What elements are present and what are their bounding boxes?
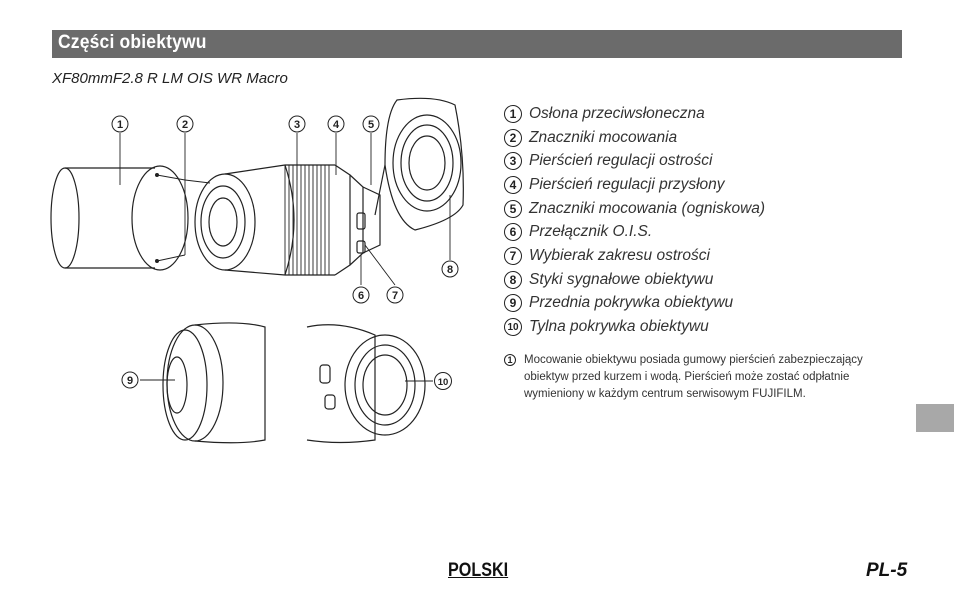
svg-text:6: 6 <box>358 290 364 302</box>
callout-10: 10 <box>434 372 452 390</box>
front-cap-drawing <box>162 322 266 444</box>
callout-5: 5 <box>362 115 380 133</box>
number-badge: 8 <box>504 270 522 289</box>
section-title: Części obiektywu <box>58 32 207 53</box>
legend-item: 10 Tylna pokrywka obiektywu <box>504 315 904 339</box>
svg-text:10: 10 <box>438 377 449 388</box>
legend-label: Pierścień regulacji przysłony <box>529 175 725 193</box>
legend-label: Styki sygnałowe obiektywu <box>529 270 714 288</box>
legend-label: Wybierak zakresu ostrości <box>529 246 710 264</box>
lens-hood-drawing <box>50 165 189 271</box>
legend-label: Tylna pokrywka obiektywu <box>529 318 709 336</box>
rear-mount-drawing <box>374 97 464 231</box>
page-number: PL-5 <box>866 560 908 581</box>
callout-4: 4 <box>327 115 345 133</box>
number-badge: 10 <box>504 318 522 337</box>
legend-item: 4 Pierścień regulacji przysłony <box>504 173 904 197</box>
number-badge: 6 <box>504 223 522 242</box>
number-badge: 2 <box>504 128 522 147</box>
callout-8: 8 <box>441 260 459 278</box>
svg-text:4: 4 <box>333 119 340 131</box>
svg-text:3: 3 <box>294 119 300 131</box>
svg-text:2: 2 <box>182 119 188 131</box>
note-block: 1 Mocowanie obiektywu posiada gumowy pie… <box>504 352 904 403</box>
legend-item: 9 Przednia pokrywka obiektywu <box>504 292 904 316</box>
legend-item: 3 Pierścień regulacji ostrości <box>504 149 904 173</box>
callout-6: 6 <box>352 286 370 304</box>
callout-7: 7 <box>386 286 404 304</box>
legend-label: Przełącznik O.I.S. <box>529 223 653 241</box>
callout-2: 2 <box>176 115 194 133</box>
svg-text:9: 9 <box>127 375 133 387</box>
svg-text:8: 8 <box>447 264 453 276</box>
legend-item: 1 Osłona przeciwsłoneczna <box>504 102 904 126</box>
section-header-bar: Części obiektywu <box>52 30 902 58</box>
lens-body-drawing <box>194 164 381 276</box>
legend-label: Przednia pokrywka obiektywu <box>529 294 734 312</box>
lens-model-name: XF80mmF2.8 R LM OIS WR Macro <box>52 70 288 87</box>
note-icon: 1 <box>504 354 516 366</box>
number-badge: 5 <box>504 199 522 218</box>
footer-language: POLSKI <box>448 560 509 581</box>
rear-cap-drawing <box>306 324 426 444</box>
legend-item: 8 Styki sygnałowe obiektywu <box>504 268 904 292</box>
svg-text:1: 1 <box>117 119 123 131</box>
svg-text:5: 5 <box>368 119 374 131</box>
leader-lines <box>119 133 451 382</box>
legend-item: 5 Znaczniki mocowania (ogniskowa) <box>504 197 904 221</box>
number-badge: 3 <box>504 152 522 171</box>
svg-text:7: 7 <box>392 290 398 302</box>
legend-item: 6 Przełącznik O.I.S. <box>504 220 904 244</box>
callout-3: 3 <box>288 115 306 133</box>
lens-parts-diagram: 1 2 3 4 5 6 7 8 9 10 <box>50 97 464 444</box>
legend-label: Znaczniki mocowania <box>529 128 678 146</box>
legend-item: 2 Znaczniki mocowania <box>504 126 904 150</box>
callout-1: 1 <box>111 115 129 133</box>
note-text: Mocowanie obiektywu posiada gumowy pierś… <box>524 354 863 400</box>
section-thumb-tab <box>916 404 954 432</box>
legend-item: 7 Wybierak zakresu ostrości <box>504 244 904 268</box>
number-badge: 9 <box>504 294 522 313</box>
number-badge: 4 <box>504 175 522 194</box>
legend-label: Pierścień regulacji ostrości <box>529 152 713 170</box>
callout-9: 9 <box>121 371 139 389</box>
legend-label: Znaczniki mocowania (ogniskowa) <box>529 199 766 217</box>
number-badge: 7 <box>504 246 522 265</box>
number-badge: 1 <box>504 104 522 123</box>
legend-label: Osłona przeciwsłoneczna <box>529 104 705 122</box>
